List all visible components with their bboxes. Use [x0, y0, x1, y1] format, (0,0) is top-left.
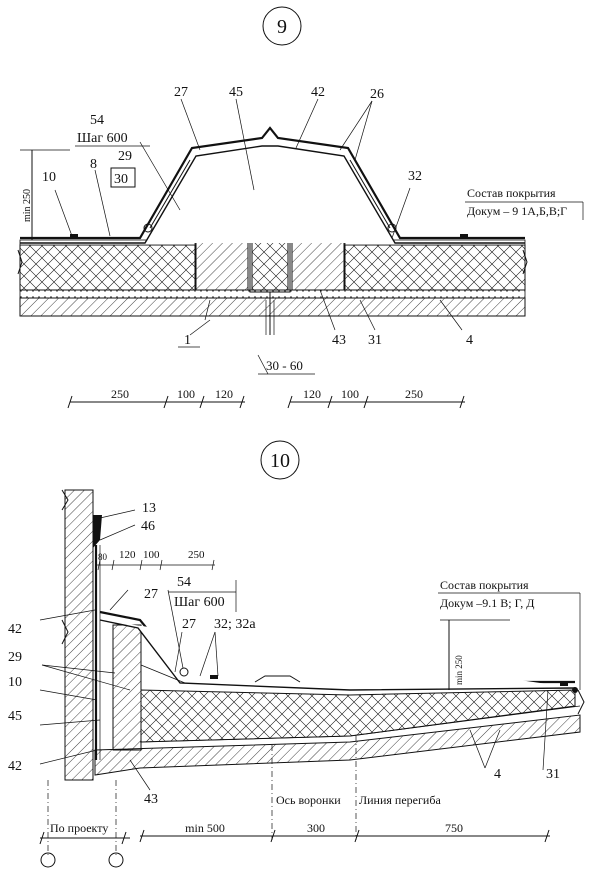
d9-step-600: Шаг 600 — [77, 131, 128, 146]
d10-parapet-wall — [64, 489, 94, 781]
d10-label-27b: 27 — [182, 617, 196, 632]
d10-axis-funnel: Ось воронки — [276, 793, 341, 807]
d9-coating-doc: Докум – 9 1А,Б,В;Г — [467, 204, 567, 218]
d10-insulation — [140, 689, 576, 743]
d10-label-31: 31 — [546, 767, 560, 782]
d9-base-slab — [19, 297, 526, 317]
d9-label-30: 30 — [114, 172, 128, 187]
d10-label-45: 45 — [8, 709, 22, 724]
d10-by-project: По проекту — [50, 821, 108, 835]
detail-10-marker-circle — [260, 440, 300, 480]
detail-9: 9 min 250 — [17, 6, 584, 409]
d10-label-42a: 42 — [8, 622, 22, 637]
d9-coating-title: Состав покрытия — [467, 186, 556, 200]
d10-membrane-base — [99, 619, 576, 691]
detail-10: 10 min 250 — [8, 440, 585, 868]
d9-label-27: 27 — [174, 85, 188, 100]
d9-label-54: 54 — [90, 113, 104, 128]
d9-dim-250-right: 250 — [405, 387, 423, 401]
d10-label-32: 32; 32а — [214, 617, 256, 632]
d9-label-42: 42 — [311, 85, 325, 100]
d9-label-29: 29 — [118, 149, 132, 164]
d9-dim-120-left: 120 — [215, 387, 233, 401]
d10-timber-block — [112, 624, 142, 751]
detail-9-marker-circle — [262, 6, 302, 46]
d10-axis-marker-left — [40, 852, 56, 868]
d10-dim-250: 250 — [188, 549, 205, 561]
d10-coating-title: Состав покрытия — [440, 578, 529, 592]
d9-vapour-layer — [19, 289, 526, 299]
d10-flashing-top — [93, 515, 102, 548]
d10-dim-300: 300 — [307, 821, 325, 835]
d10-label-29: 29 — [8, 650, 22, 665]
d9-label-31: 31 — [368, 333, 382, 348]
d10-step-600: Шаг 600 — [174, 595, 225, 610]
d9-label-10: 10 — [42, 170, 56, 185]
d10-dim-120: 120 — [119, 549, 136, 561]
d9-label-43: 43 — [332, 333, 346, 348]
d9-label-26: 26 — [370, 87, 384, 102]
d10-dim-100: 100 — [143, 549, 160, 561]
d10-dim-80: 80 — [98, 552, 108, 562]
d9-membrane-base — [20, 145, 525, 244]
d10-min250: min 250 — [454, 655, 464, 685]
d10-base-slab — [94, 714, 581, 776]
d10-label-13: 13 — [142, 501, 156, 516]
d9-label-32: 32 — [408, 169, 422, 184]
d10-label-54: 54 — [177, 575, 191, 590]
d9-insulation-left — [19, 244, 196, 291]
detail-10-number: 10 — [270, 450, 290, 472]
d9-dim-250-left: 250 — [111, 387, 129, 401]
d10-label-42b: 42 — [8, 759, 22, 774]
d9-dim-120-right: 120 — [303, 387, 321, 401]
d10-label-4: 4 — [494, 767, 501, 782]
d10-label-43: 43 — [144, 792, 158, 807]
d9-label-1: 1 — [184, 333, 191, 348]
detail-9-number: 9 — [277, 16, 287, 38]
d9-dim-100-left: 100 — [177, 387, 195, 401]
d10-bend-line: Линия перегиба — [359, 793, 441, 807]
d9-insulation-right — [344, 244, 526, 291]
d9-min250: min 250 — [22, 189, 33, 222]
d10-dim-750: 750 — [445, 821, 463, 835]
d10-label-46: 46 — [141, 519, 155, 534]
d10-coating-doc: Докум –9.1 В; Г, Д — [440, 596, 534, 610]
d10-label-27a: 27 — [144, 587, 158, 602]
d9-label-45: 45 — [229, 85, 243, 100]
d9-label-4: 4 — [466, 333, 473, 348]
d10-label-10: 10 — [8, 675, 22, 690]
d9-membrane-top — [20, 126, 525, 240]
d9-gap: 30 - 60 — [266, 358, 303, 373]
d10-dim-min500: min 500 — [185, 821, 225, 835]
d9-label-8: 8 — [90, 157, 97, 172]
d10-axis-marker-right — [108, 852, 124, 868]
d9-dim-100-right: 100 — [341, 387, 359, 401]
